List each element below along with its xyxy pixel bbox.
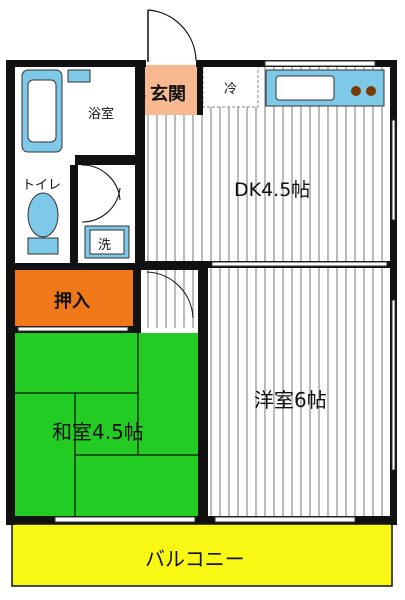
label-youshitsu: 洋室6帖 xyxy=(254,388,327,412)
balcony-area xyxy=(11,523,393,587)
label-washitsu: 和室4.5帖 xyxy=(52,420,144,444)
door-swings xyxy=(81,94,194,319)
label-closet: 押入 xyxy=(54,291,90,312)
label-fridge: 冷 xyxy=(224,82,238,97)
label-balcony: バルコニー xyxy=(145,547,245,571)
stove-burner-right xyxy=(366,86,376,96)
windows xyxy=(17,60,396,523)
tatami-lines xyxy=(15,333,198,516)
label-dk: DK4.5帖 xyxy=(234,179,311,201)
youshitsu-floor xyxy=(208,268,390,516)
entrance-door-swing xyxy=(147,9,197,62)
washitsu-floor xyxy=(15,333,198,516)
label-washer: 洗 xyxy=(98,238,112,253)
label-entrance: 玄関 xyxy=(150,84,186,105)
label-toilet: トイレ xyxy=(22,178,62,193)
hall-floor xyxy=(145,268,203,328)
toilet-tank xyxy=(27,237,59,255)
entrance-floor xyxy=(145,65,197,115)
toilet-bowl xyxy=(27,192,59,238)
faucet xyxy=(67,69,91,83)
closet xyxy=(15,270,133,326)
stove-burner-left xyxy=(351,86,361,96)
label-bath: 浴室 xyxy=(88,107,115,122)
